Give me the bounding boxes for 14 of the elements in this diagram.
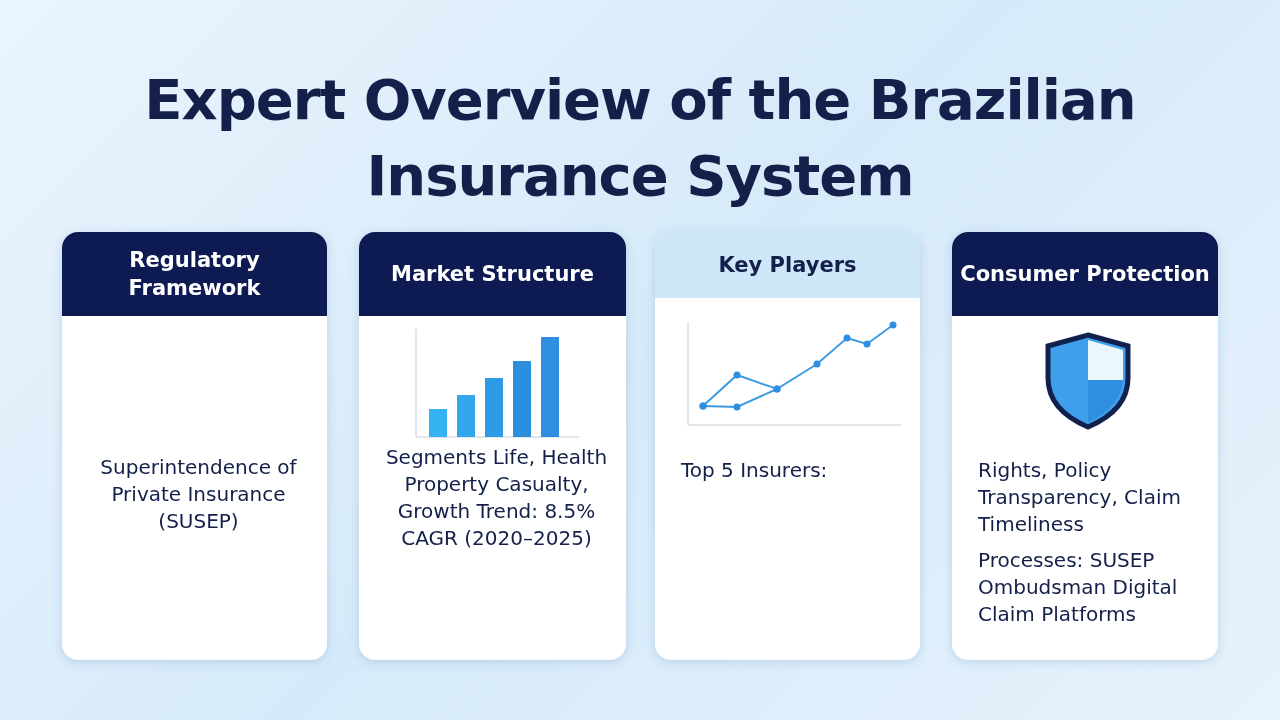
info-card	[359, 232, 626, 660]
card-heading: Consumer Protection	[952, 232, 1218, 316]
info-card	[62, 232, 327, 660]
card-text: Processes: SUSEP Ombudsman Digital Claim Platforms	[978, 547, 1179, 628]
title: Expert Overview of the Brazilian Insurance System	[143, 66, 1137, 210]
card-text: Superintendence of Private Insurance (SUSEP)	[99, 454, 298, 535]
card-heading: Regulatory Framework	[62, 232, 327, 316]
info-card	[655, 232, 920, 660]
card-heading: Market Structure	[359, 232, 626, 316]
card-heading: Key Players	[655, 232, 920, 298]
card-text: Rights, Policy Transparency, Claim Timeliness	[978, 457, 1182, 538]
card-text: Top 5 Insurers:	[681, 457, 829, 484]
info-card	[952, 232, 1218, 660]
card-text: Segments Life, Health Property Casualty, Growth Trend: 8.5% CAGR (2020–2025)	[385, 444, 608, 552]
